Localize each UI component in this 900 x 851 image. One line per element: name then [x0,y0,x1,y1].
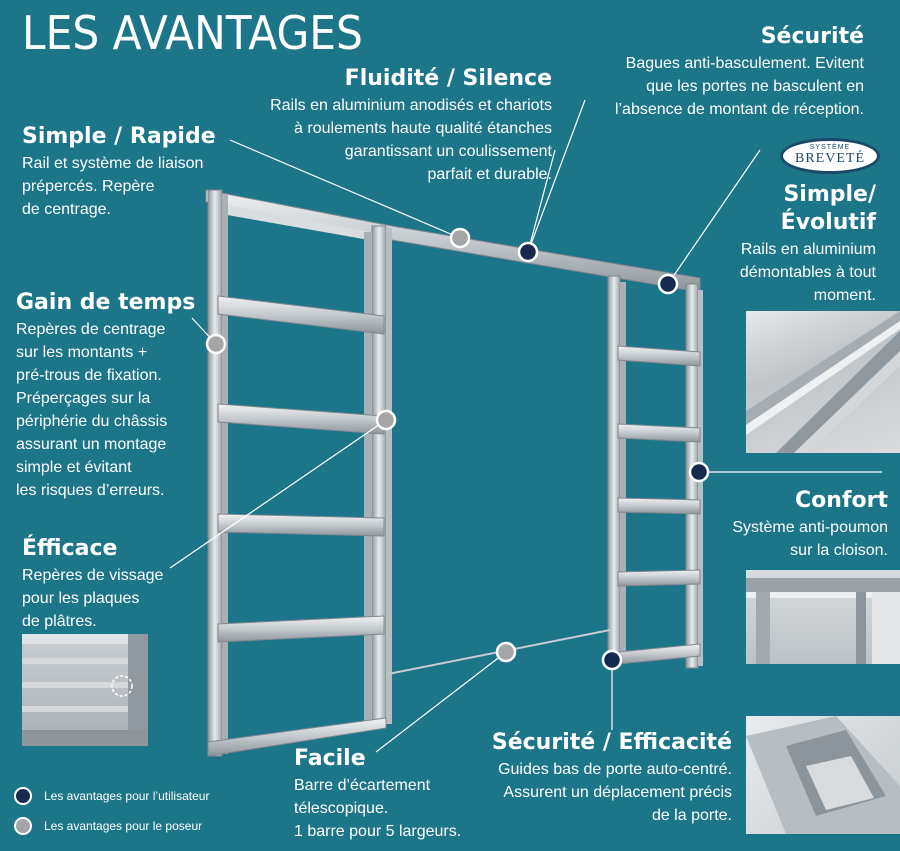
heading-efficace: Éfficace [22,536,118,561]
heading-gain-temps: Gain de temps [16,290,196,315]
text-efficace: Repères de vissage pour les plaques de p… [22,567,164,630]
block-facile: Facile Barre d’écartement télescopique. … [294,746,461,843]
screw-marks-photo [22,634,148,746]
heading-simple-evolutif-1: Simple/ [783,182,876,207]
text-simple-rapide: Rail et système de liaison prépercés. Re… [22,155,204,218]
heading-simple-evolutif-2: Évolutif [780,210,876,235]
block-efficace: Éfficace Repères de vissage pour les pla… [22,536,163,633]
antipoumon-photo [746,570,900,664]
block-simple-evolutif: Simple/ Évolutif Rails en aluminium démo… [740,182,876,307]
legend-installer-label: Les avantages pour le poseur [44,819,203,833]
block-gain-temps: Gain de temps Repères de centrage sur le… [16,290,195,502]
block-securite: Sécurité Bagues anti-basculement. Eviten… [615,24,864,121]
guide-photo [746,716,900,834]
legend-user: Les avantages pour l’utilisateur [14,787,209,805]
heading-securite: Sécurité [760,24,864,49]
heading-securite-efficacite: Sécurité / Efficacité [491,730,732,755]
rail-photo [746,311,900,453]
installer-dot [205,333,227,355]
text-fluidite: Rails en aluminium anodisés et chariots … [270,97,552,183]
heading-simple-rapide: Simple / Rapide [22,124,216,149]
text-securite-efficacite: Guides bas de porte auto-centré. Assuren… [498,761,732,824]
installer-dot [495,641,517,663]
heading-confort: Confort [795,488,888,513]
navy-dot-icon [14,787,32,805]
block-simple-rapide: Simple / Rapide Rail et système de liais… [22,124,216,221]
text-securite: Bagues anti-basculement. Evitent que les… [614,55,864,118]
user-dot [601,649,623,671]
installer-dot [375,409,397,431]
grey-dot-icon [14,817,32,835]
text-simple-evolutif: Rails en aluminium démontables à tout mo… [739,241,876,304]
user-dot [517,241,539,263]
heading-facile: Facile [294,746,366,771]
block-confort: Confort Système anti-poumon sur la clois… [732,488,888,562]
page-title: LES AVANTAGES [22,6,363,60]
installer-dot [449,227,471,249]
legend-user-label: Les avantages pour l’utilisateur [44,789,210,803]
user-dot [688,461,710,483]
user-dot [657,273,679,295]
legend-installer: Les avantages pour le poseur [14,817,202,835]
block-fluidite: Fluidité / Silence Rails en aluminium an… [270,66,552,186]
badge-line1: SYSTÈME [809,144,851,151]
text-confort: Système anti-poumon sur la cloison. [732,519,888,559]
text-gain-temps: Repères de centrage sur les montants + p… [16,321,168,499]
badge-line2: BREVETÉ [795,151,865,166]
text-facile: Barre d’écartement télescopique. 1 barre… [294,777,462,840]
block-securite-efficacite: Sécurité / Efficacité Guides bas de port… [492,730,732,827]
heading-fluidite: Fluidité / Silence [344,66,552,91]
patent-badge: SYSTÈME BREVETÉ [780,138,880,174]
